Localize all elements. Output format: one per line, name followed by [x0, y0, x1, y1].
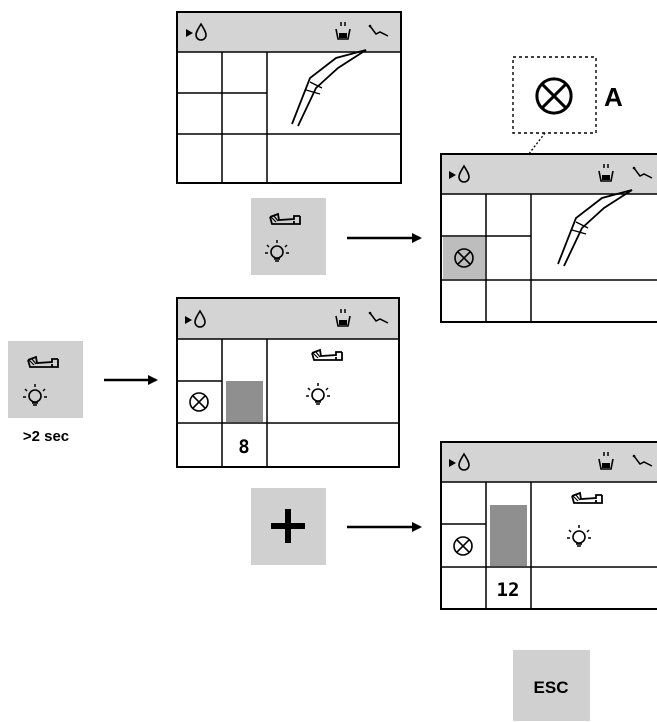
screen-middle: 8 — [176, 297, 400, 468]
screen-header — [178, 13, 400, 52]
screen-grid — [441, 194, 657, 322]
esc-label: ESC — [534, 678, 569, 697]
plus-icon — [271, 509, 305, 543]
light-button[interactable] — [251, 198, 326, 275]
intensity-value: 12 — [497, 579, 520, 601]
plus-button[interactable] — [251, 488, 326, 565]
intensity-bar — [490, 505, 527, 566]
screen-right — [440, 153, 657, 323]
hold-time-label: >2 sec — [23, 428, 69, 445]
label-a: A — [604, 82, 623, 112]
screen-grid — [177, 52, 401, 183]
intensity-bar — [226, 381, 263, 422]
callout-a: A — [460, 56, 623, 243]
screen-header — [442, 155, 657, 194]
screen-top — [176, 11, 402, 184]
screen-bottom: 12 — [440, 441, 657, 610]
screen-header — [178, 299, 398, 339]
screen-grid — [177, 339, 399, 467]
light-hold-button[interactable] — [8, 341, 83, 418]
screen-header — [442, 443, 657, 482]
intensity-value: 8 — [238, 436, 249, 458]
esc-button[interactable]: ESC — [513, 650, 590, 721]
screen-grid — [441, 482, 657, 609]
